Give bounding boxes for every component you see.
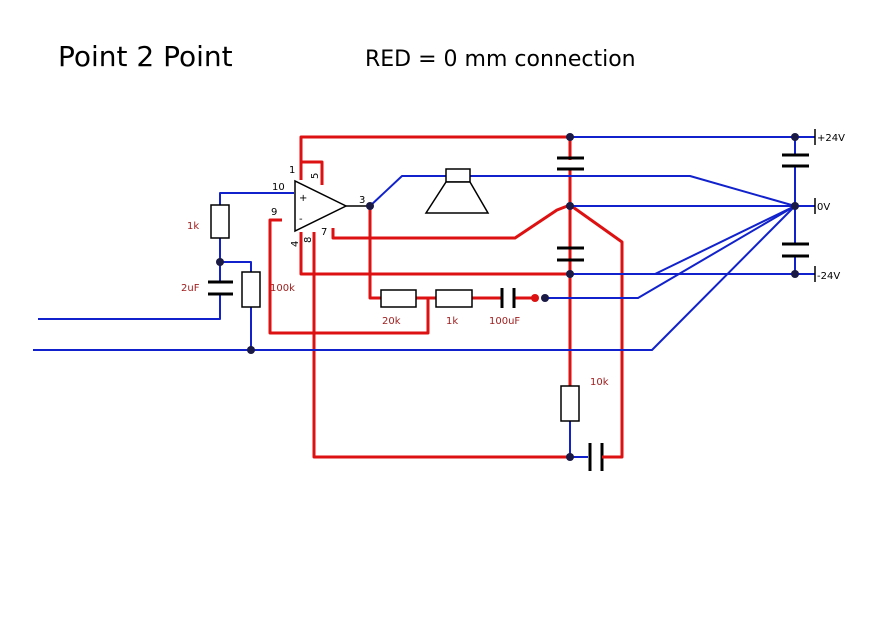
label-c-2uf: 2uF [181,283,200,294]
opamp-triangle [294,179,348,233]
red-wire-pin4-gnd [299,232,570,276]
junction-dot [791,202,799,210]
blue-wire-out-speaker [369,175,446,207]
red-wire-pin7-out [331,203,624,459]
legend-note: RED = 0 mm connection [365,47,636,72]
rail-label-pos: +24V [817,133,845,144]
capacitors [208,153,809,471]
label-r-1k-feedback: 1k [446,316,458,327]
junction-dot [791,270,799,278]
resistor-10k [560,385,580,422]
blue-wire-cap-to-gnd-a [545,205,796,299]
blue-wire-low-to-gnd [654,205,796,275]
diagram-title: Point 2 Point [58,40,233,73]
pin-label-5: 5 [310,173,321,179]
blue-wire-node-to-100k [220,261,252,272]
opamp-minus-label: - [299,214,303,225]
resistor-1k-input [210,204,230,239]
junction-dot [247,346,255,354]
capacitor-2uf [208,280,233,296]
junction-dot [566,202,574,210]
red-wire-top-rail [299,135,570,180]
resistors [210,204,580,422]
capacitor-output [588,443,604,471]
label-c-100uf: 100uF [489,316,520,327]
capacitor-node-bottom [557,246,584,262]
label-r-20k: 20k [382,316,401,327]
label-r-100k: 100k [270,283,295,294]
pin-label-1: 1 [289,165,295,176]
junction-dot [541,294,549,302]
red-wires [268,135,624,459]
pin-label-10: 10 [272,182,285,193]
blue-wire-10k-cap [569,421,588,458]
opamp-plus-label: + [299,193,307,204]
junction-dot [566,453,574,461]
red-wire-pin9-fb [268,218,430,335]
junctions [216,133,799,461]
junction-dot [791,133,799,141]
blue-wire-input-top [38,294,221,320]
pin-label-3: 3 [359,195,365,206]
blue-wire-input-bottom [33,205,796,351]
rail-label-gnd: 0V [817,202,830,213]
capacitor-node-top [557,156,584,171]
speaker-magnet [445,168,471,183]
blue-wire-pin10 [219,192,294,205]
resistor-100k [241,271,261,308]
junction-dot [566,270,574,278]
speaker-cone [424,181,490,214]
capacitor-rail-top [782,153,809,168]
junction-dot [216,258,224,266]
junction-dot [566,133,574,141]
capacitor-100uf [500,288,516,308]
capacitor-rail-bottom [782,242,809,258]
red-wire-pin1 [301,160,324,185]
pin-label-8: 8 [303,237,314,243]
resistor-1k-feedback [435,289,473,308]
resistor-20k [380,289,417,308]
junction-dot [531,294,539,302]
speaker [424,168,490,214]
pin-label-7: 7 [321,227,327,238]
rail-label-neg: -24V [817,271,840,282]
red-wire-out-to-20k [368,206,381,300]
opamp: + - 1 5 10 9 3 4 8 7 [271,165,370,247]
red-wire-pin8-bottom [312,232,570,459]
label-r-10k: 10k [590,377,609,388]
label-r-1k-input: 1k [187,221,199,232]
blue-wire-speaker-gnd [470,175,796,207]
junction-dot [366,202,374,210]
pin-label-4: 4 [290,241,301,247]
pin-label-9: 9 [271,207,277,218]
